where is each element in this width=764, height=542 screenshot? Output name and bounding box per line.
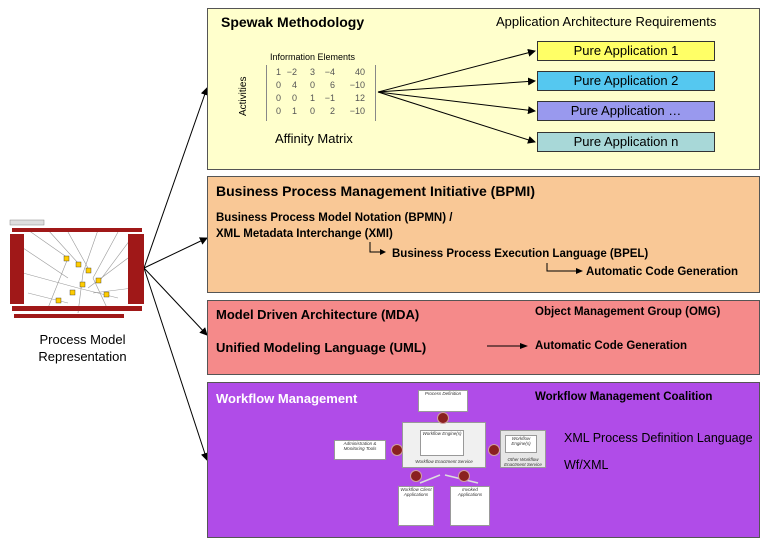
arrow-to-bpmi xyxy=(143,237,208,269)
wf-interface-5-icon xyxy=(458,470,470,482)
bpel-line: Business Process Execution Language (BPE… xyxy=(392,248,649,260)
pure-application-2: Pure Application 2 xyxy=(537,71,715,91)
requirements-label: Application Architecture Requirements xyxy=(496,14,717,29)
omg-label: Object Management Group (OMG) xyxy=(535,306,721,318)
spewak-title: Spewak Methodology xyxy=(221,14,365,30)
arrow-to-spewak xyxy=(143,87,209,269)
bpmi-codegen-arrow xyxy=(546,263,583,274)
wf-interface-4-icon xyxy=(488,444,500,456)
arrow-to-workflow xyxy=(143,267,209,461)
wf-interface-1-icon xyxy=(437,412,449,424)
xpdl-label: XML Process Definition Language xyxy=(564,431,753,445)
bpmi-title: Business Process Management Initiative (… xyxy=(216,183,535,199)
bpel-arrow xyxy=(369,242,386,255)
affinity-matrix-label: Affinity Matrix xyxy=(275,131,353,146)
workflow-title: Workflow Management xyxy=(216,391,358,406)
mda-codegen: Automatic Code Generation xyxy=(535,340,688,352)
information-elements-label: Information Elements xyxy=(270,52,356,62)
bpmi-codegen: Automatic Code Generation xyxy=(586,266,739,278)
process-model-graph xyxy=(9,219,144,318)
bpmn-line: Business Process Model Notation (BPMN) / xyxy=(216,212,453,224)
xmi-line: XML Metadata Interchange (XMI) xyxy=(216,228,393,240)
mda-codegen-arrow xyxy=(487,343,528,349)
mda-title: Model Driven Architecture (MDA) xyxy=(216,307,420,322)
pure-application-etc: Pure Application … xyxy=(537,101,715,121)
wf-admin-tools: Administration & Monitoring Tools xyxy=(334,440,386,460)
arrow-to-mda xyxy=(143,267,208,336)
process-model-caption: Process Model Representation xyxy=(38,332,127,364)
mda-panel xyxy=(207,300,760,375)
bpmi-panel xyxy=(207,176,760,293)
wf-invoked-applications: Invoked Applications xyxy=(450,486,490,526)
wf-other-service: Workflow Engine(s) Other Workflow Enactm… xyxy=(500,430,546,468)
wf-interface-2-icon xyxy=(391,444,403,456)
uml-label: Unified Modeling Language (UML) xyxy=(216,340,427,355)
coalition-label: Workflow Management Coalition xyxy=(535,391,713,403)
pure-application-1: Pure Application 1 xyxy=(537,41,715,61)
wfxml-label: Wf/XML xyxy=(564,458,609,472)
pure-application-n: Pure Application n xyxy=(537,132,715,152)
wf-interface-3-icon xyxy=(410,470,422,482)
wf-process-definition: Process Definition xyxy=(418,390,468,412)
wf-engines: Workflow Engine(s) xyxy=(420,430,464,456)
wf-client-applications: Workflow Client Applications xyxy=(398,486,434,526)
